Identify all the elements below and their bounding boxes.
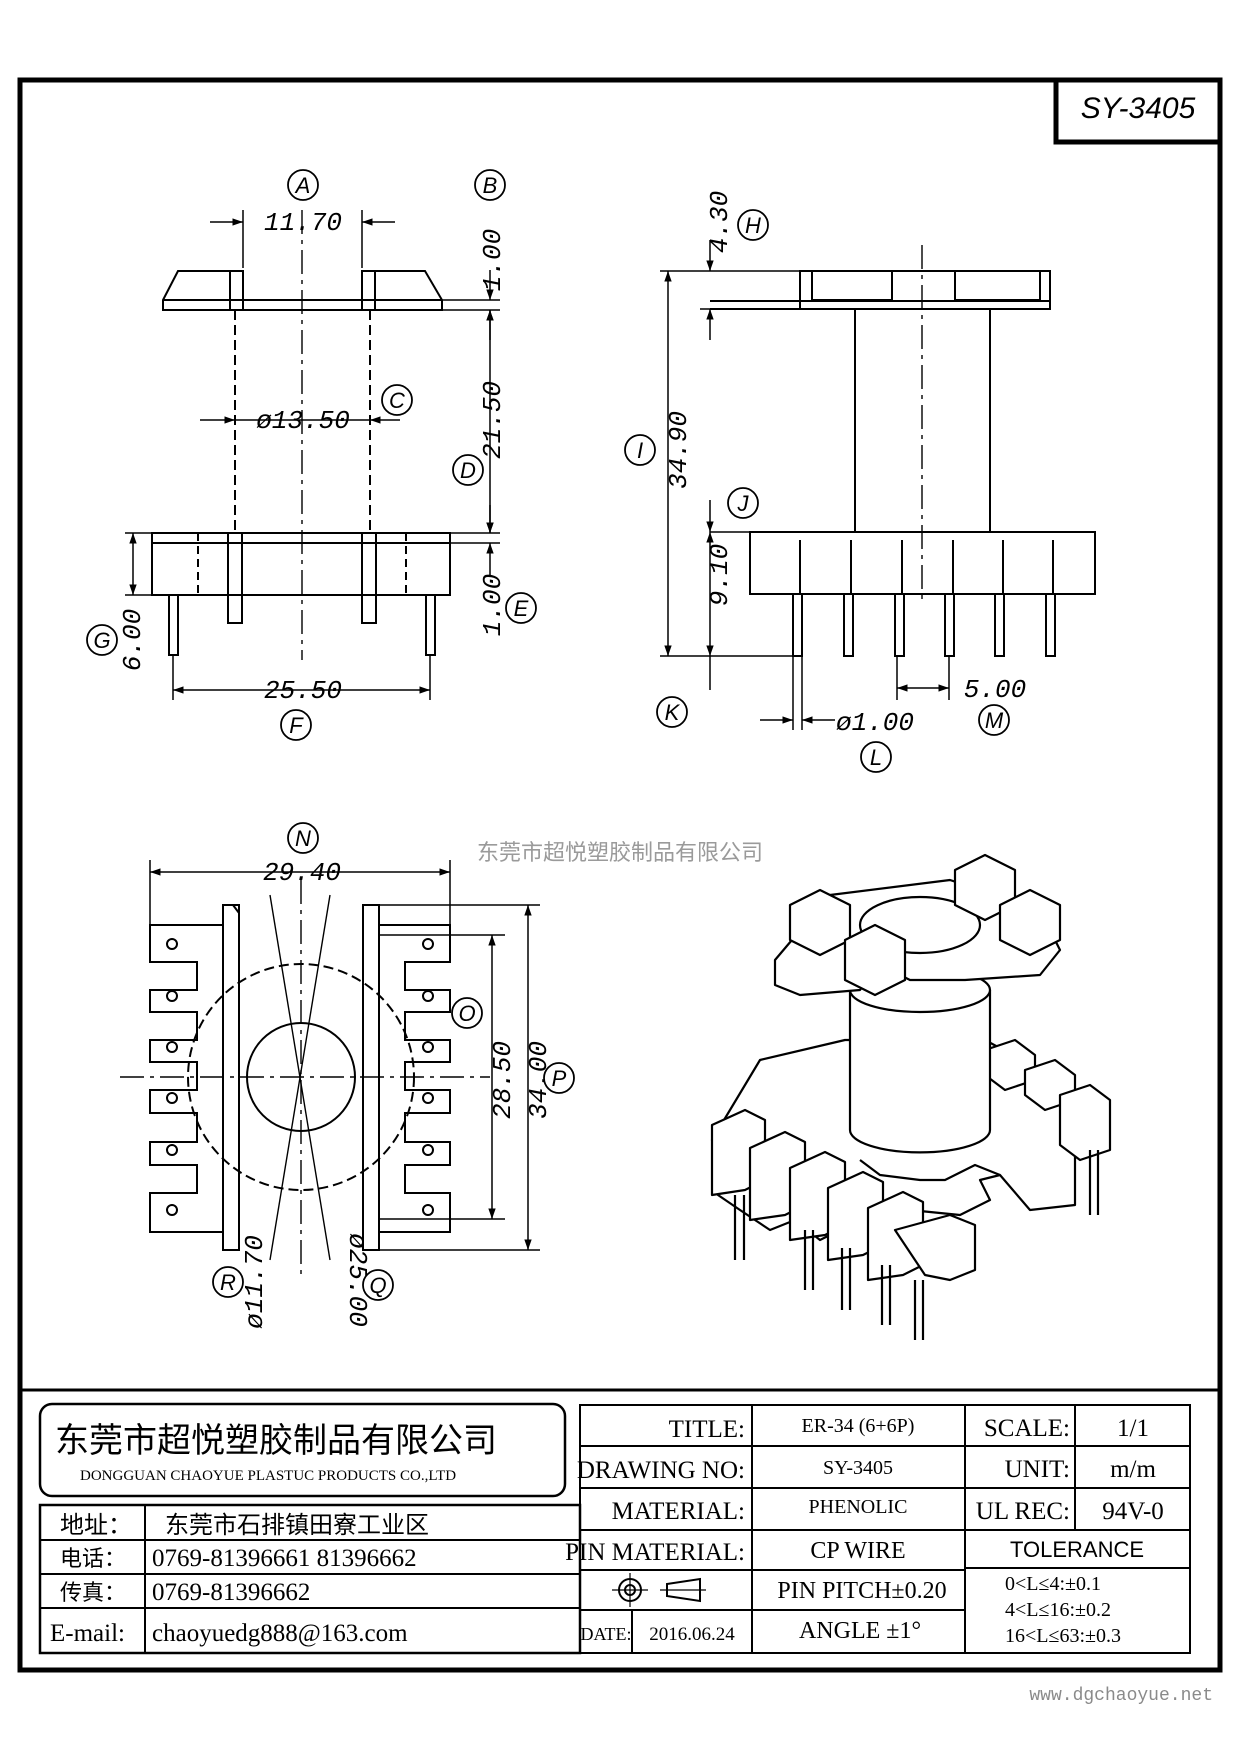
bubble-h: H <box>745 213 761 238</box>
date-value: 2016.06.24 <box>649 1624 735 1645</box>
company-name-cn: 东莞市超悦塑胶制品有限公司 <box>55 1421 497 1461</box>
bubble-c: C <box>389 388 405 413</box>
bubble-q: Q <box>369 1273 386 1298</box>
side-view <box>710 245 1096 657</box>
email-value: chaoyuedg888@163.com <box>152 1620 408 1647</box>
drawing-number-box: SY-3405 <box>1053 77 1223 145</box>
address-label: 地址： <box>60 1511 132 1539</box>
dim-j-value: 9.10 <box>705 544 735 606</box>
bubble-k: K <box>665 700 681 725</box>
company-name-en: DONGGUAN CHAOYUE PLASTUC PRODUCTS CO.,LT… <box>80 1468 456 1484</box>
front-view-dimensions <box>125 210 500 700</box>
title-block-text: 东莞市超悦塑胶制品有限公司 DONGGUAN CHAOYUE PLASTUC P… <box>50 1415 1164 1647</box>
dim-r-value: ø11.70 <box>240 1235 270 1329</box>
bubble-d: D <box>460 458 476 483</box>
dim-l-value: ø1.00 <box>836 708 914 738</box>
phone-label: 电话： <box>60 1547 126 1572</box>
tolerance-range-1: 0<L≤4:±0.1 <box>1005 1573 1101 1595</box>
side-view-dimensions <box>660 240 950 730</box>
bubble-b: B <box>483 173 498 198</box>
bubble-j: J <box>737 491 750 516</box>
bubble-n: N <box>295 826 311 851</box>
angle-tolerance: ANGLE ±1° <box>799 1618 921 1644</box>
front-view-labels: 11.70 1.00 ø13.50 21.50 1.00 25.50 6.00 <box>118 208 508 706</box>
website-url: www.dgchaoyue.net <box>1029 1686 1213 1706</box>
phone-value: 0769-81396661 81396662 <box>152 1545 417 1572</box>
dim-d-value: 21.50 <box>478 381 508 459</box>
fax-value: 0769-81396662 <box>152 1579 310 1606</box>
title-block <box>20 1388 1220 1655</box>
bubble-l: L <box>870 745 882 770</box>
bubble-r: R <box>220 1270 236 1295</box>
dim-c-value: ø13.50 <box>256 406 350 436</box>
fax-label: 传真： <box>60 1581 126 1606</box>
date-label: DATE: <box>581 1624 632 1644</box>
watermark-text: 东莞市超悦塑胶制品有限公司 <box>477 841 763 866</box>
dim-h-value: 4.30 <box>705 191 735 253</box>
pin-pitch: PIN PITCH±0.20 <box>777 1578 946 1604</box>
material-value: PHENOLIC <box>809 1496 908 1518</box>
top-view-dimensions <box>149 860 540 1251</box>
pin-material-value: CP WIRE <box>810 1538 905 1564</box>
dimension-bubbles <box>86 169 1010 1301</box>
ul-rec-value: 94V-0 <box>1102 1498 1164 1525</box>
pin-material-label: PIN MATERIAL: <box>565 1539 745 1566</box>
tolerance-label: TOLERANCE <box>1010 1537 1144 1562</box>
address-value: 东莞市石排镇田寮工业区 <box>165 1511 429 1539</box>
top-view <box>120 880 490 1280</box>
dim-f-value: 25.50 <box>264 676 342 706</box>
bubble-p: P <box>552 1066 567 1091</box>
side-view-labels: 4.30 34.90 9.10 ø1.00 5.00 <box>664 191 1026 738</box>
dim-e-value: 1.00 <box>478 574 508 636</box>
drawing-number: SY-3405 <box>1081 92 1196 125</box>
unit-value: m/m <box>1110 1456 1156 1483</box>
bubble-m: M <box>985 708 1004 733</box>
dim-b-value: 1.00 <box>478 229 508 291</box>
drawing-no-label: DRAWING NO: <box>577 1457 745 1484</box>
dimension-bubble-letters: A B C D E F G H I J K L M N O P Q R <box>93 173 1003 1298</box>
bubble-g: G <box>93 628 110 653</box>
drawing-no-value: SY-3405 <box>823 1457 893 1479</box>
dim-g-value: 6.00 <box>118 609 148 671</box>
tolerance-range-3: 16<L≤63:±0.3 <box>1005 1625 1121 1647</box>
scale-label: SCALE: <box>984 1415 1070 1442</box>
dim-a-value: 11.70 <box>264 208 342 238</box>
scale-value: 1/1 <box>1117 1415 1149 1442</box>
isometric-view <box>710 853 1112 1340</box>
bubble-o: O <box>458 1001 475 1026</box>
material-label: MATERIAL: <box>612 1498 745 1525</box>
title-value: ER-34 (6+6P) <box>802 1415 915 1437</box>
ul-rec-label: UL REC: <box>976 1498 1070 1525</box>
dim-n-value: 29.40 <box>263 858 341 888</box>
bubble-f: F <box>289 713 304 738</box>
dim-m-value: 5.00 <box>964 675 1026 705</box>
title-label: TITLE: <box>669 1416 745 1443</box>
top-view-labels: 29.40 28.50 34.00 ø25.00 ø11.70 <box>240 858 554 1329</box>
bubble-i: I <box>637 438 643 463</box>
dim-i-value: 34.90 <box>664 411 694 489</box>
email-label: E-mail: <box>50 1620 125 1647</box>
bubble-e: E <box>514 596 529 621</box>
drawing-border <box>17 77 1223 1673</box>
bubble-a: A <box>294 173 311 198</box>
tolerance-range-2: 4<L≤16:±0.2 <box>1005 1599 1111 1621</box>
dim-o-value: 28.50 <box>488 1041 518 1119</box>
unit-label: UNIT: <box>1005 1456 1070 1483</box>
